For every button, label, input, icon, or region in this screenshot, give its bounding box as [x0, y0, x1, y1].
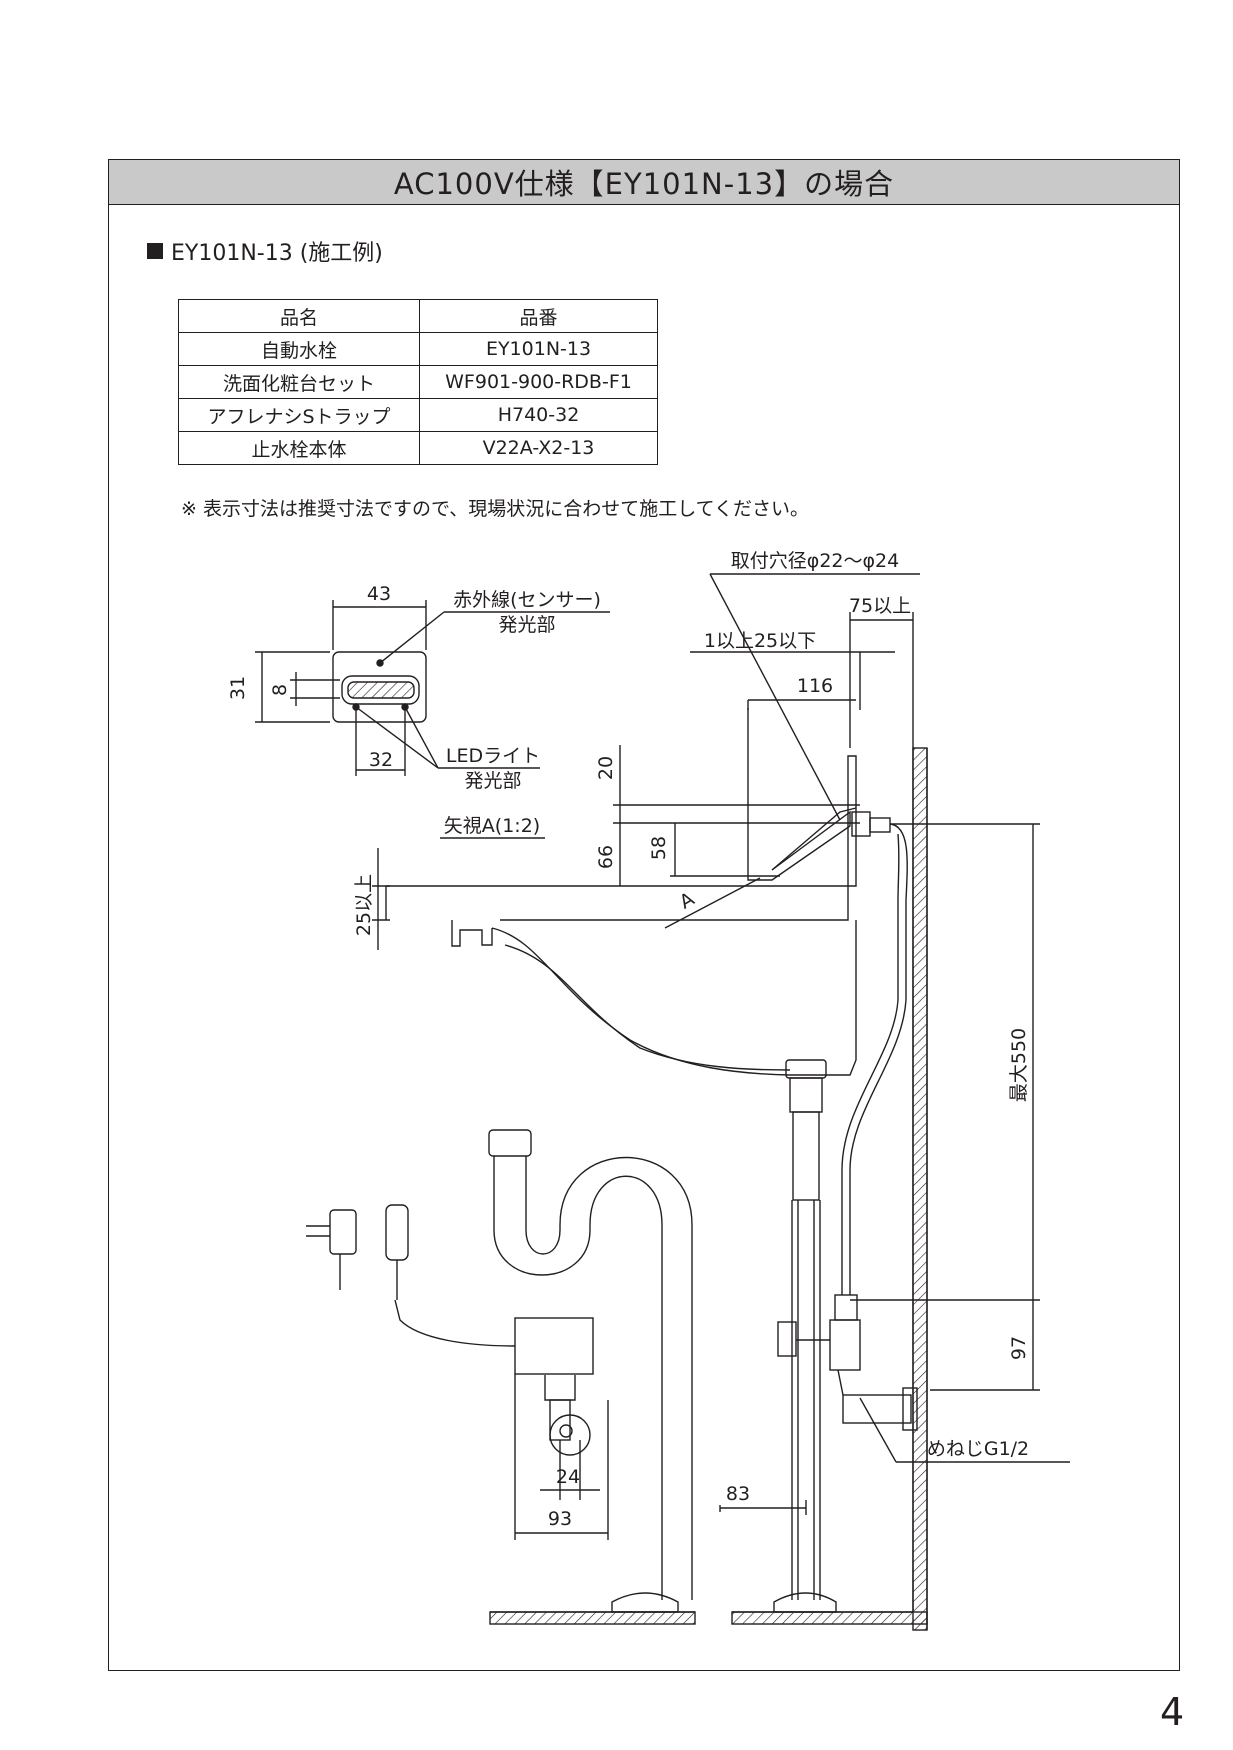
ir-label-line1: 赤外線(センサー)	[453, 589, 601, 611]
table-cell: 止水栓本体	[178, 431, 420, 465]
faucet-nut	[851, 811, 871, 837]
content-frame: AC100V仕様【EY101N-13】の場合 EY101N-13 (施工例) 品…	[108, 159, 1180, 1671]
faucet-connector	[869, 817, 891, 833]
view-a-label: 矢視A(1:2)	[444, 815, 540, 837]
page-title: AC100V仕様【EY101N-13】の場合	[109, 160, 1179, 205]
installation-note: ※ 表示寸法は推奨寸法ですので、現場状況に合わせて施工してください。	[181, 498, 810, 520]
control-box	[514, 1317, 594, 1375]
drain-floor-flange	[773, 1592, 837, 1613]
table-cell: 自動水栓	[178, 332, 420, 366]
dim-93-label: 93	[548, 1508, 572, 1530]
sensor-detail: 43 31 8 32 赤外線(センサー) 発光部 LEDライト 発光部	[227, 583, 610, 792]
dim-75-label: 75以上	[849, 595, 911, 617]
s-trap-outer	[493, 1175, 663, 1600]
counter-edge	[451, 920, 493, 947]
column-header-number: 品番	[419, 299, 658, 333]
drain-nut	[789, 1077, 823, 1113]
led-label-line2: 発光部	[464, 770, 521, 792]
dim-83-label: 83	[726, 1483, 750, 1505]
dim-31-label: 31	[227, 676, 249, 700]
wall-hatch	[912, 747, 928, 1631]
dim-58-label: 58	[648, 836, 670, 860]
table-cell: アフレナシSトラップ	[178, 398, 420, 432]
black-square-icon	[147, 243, 163, 259]
wall-fitting	[842, 1394, 912, 1424]
column-header-name: 品名	[178, 299, 420, 333]
trap-top-cap	[488, 1129, 532, 1157]
trap-floor-flange	[611, 1592, 679, 1613]
dim-8-label: 8	[269, 684, 291, 696]
led-label-line1: LEDライト	[446, 745, 540, 767]
dim-20-label: 20	[595, 756, 617, 780]
table-cell: V22A-X2-13	[419, 431, 658, 465]
valve-handle	[777, 1321, 797, 1357]
table-row: 止水栓本体 V22A-X2-13	[178, 431, 658, 465]
bowl-outer	[491, 920, 857, 1076]
table-row: アフレナシSトラップ H740-32	[178, 398, 658, 432]
supply-hose	[849, 823, 908, 1295]
table-cell: H740-32	[419, 398, 658, 432]
dim-97-label: 97	[1008, 1336, 1030, 1360]
thread-label: めねじG1/2	[927, 1438, 1029, 1460]
table-header-row: 品名 品番	[178, 299, 658, 333]
valve-nut	[834, 1294, 858, 1321]
control-valve	[549, 1399, 571, 1441]
table-row: 洗面化粧台セット WF901-900-RDB-F1	[178, 365, 658, 399]
faucet-body	[747, 708, 851, 881]
table-row: 自動水栓 EY101N-13	[178, 332, 658, 366]
table-cell: EY101N-13	[419, 332, 658, 366]
arrow-a-label: A	[676, 888, 698, 914]
floor-right	[731, 1611, 928, 1625]
bowl-inner	[504, 944, 791, 1071]
dim-66-label: 66	[595, 845, 617, 869]
s-trap-inner	[525, 1156, 693, 1600]
sensor-body-outline	[332, 651, 427, 723]
stop-valve-body	[829, 1319, 861, 1371]
floor-left	[489, 1611, 696, 1625]
sensor-window	[341, 675, 420, 705]
dim-43-label: 43	[367, 583, 391, 605]
parts-table: 品名 品番 自動水栓 EY101N-13 洗面化粧台セット WF901-900-…	[178, 299, 658, 465]
page-number: 4	[1160, 1690, 1185, 1734]
power-cable	[394, 1299, 516, 1347]
section-heading-text: EY101N-13 (施工例)	[171, 241, 383, 266]
table-cell: 洗面化粧台セット	[178, 365, 420, 399]
basin-assembly	[306, 708, 928, 1631]
dim-1to25-label: 1以上25以下	[704, 630, 816, 652]
dim-116-label: 116	[797, 675, 833, 697]
dimensions: 取付穴径φ22〜φ24 75以上 1以上25以下 116 20 66 58 25…	[353, 550, 1070, 1540]
dim-25-label: 25以上	[353, 874, 375, 936]
dim-32-label: 32	[369, 749, 393, 771]
ac-adapter	[329, 1209, 357, 1255]
valve-knob	[549, 1414, 591, 1456]
counter-outline	[386, 755, 857, 921]
dim-24-label: 24	[556, 1466, 580, 1488]
sensor-window-hatch	[347, 681, 415, 699]
section-heading: EY101N-13 (施工例)	[147, 235, 383, 267]
ac-adapter-plug	[385, 1204, 409, 1261]
table-cell: WF901-900-RDB-F1	[419, 365, 658, 399]
wall-flange	[902, 1387, 918, 1431]
drain-body	[792, 1111, 820, 1201]
dim-550-label: 最大550	[1008, 1028, 1030, 1102]
ir-label-line2: 発光部	[498, 614, 555, 636]
hole-diameter-label: 取付穴径φ22〜φ24	[731, 550, 899, 572]
